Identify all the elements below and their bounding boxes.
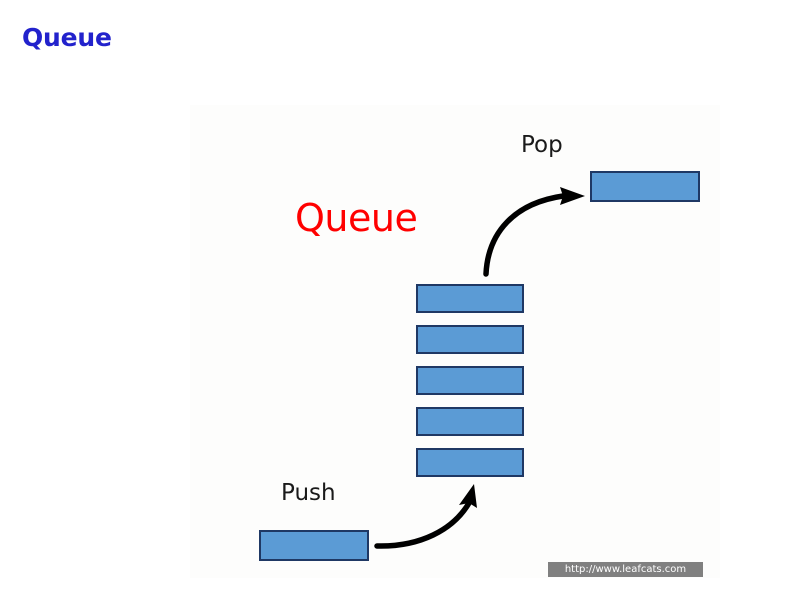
queue-element-box-3 [416, 366, 524, 395]
pop-label: Pop [521, 132, 563, 158]
popped-element-box [590, 171, 700, 202]
queue-element-box-5 [416, 448, 524, 477]
queue-element-box-1 [416, 284, 524, 313]
diagram-center-label: Queue [295, 196, 418, 240]
queue-element-box-4 [416, 407, 524, 436]
push-label: Push [281, 480, 336, 506]
incoming-element-box [259, 530, 369, 561]
page-title: Queue [22, 23, 112, 52]
watermark-url: http://www.leafcats.com [548, 562, 703, 577]
queue-element-box-2 [416, 325, 524, 354]
